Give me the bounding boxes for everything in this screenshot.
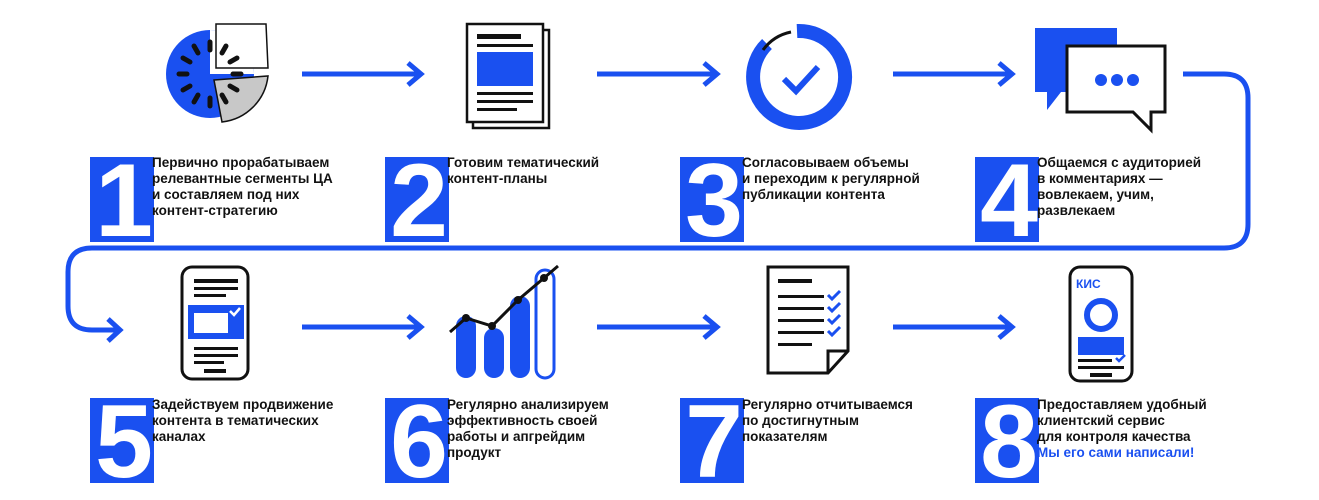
checklist-icon: [766, 265, 850, 375]
accent-note: Мы его сами написали!: [1037, 445, 1195, 460]
arrow-7-8: [893, 314, 1016, 340]
kis-app-icon: КИС: [1068, 265, 1134, 383]
arrow-5-6: [302, 314, 425, 340]
document-icon: [465, 22, 551, 130]
arrow-4-5: [65, 71, 1251, 333]
phone-feed-icon: [180, 265, 250, 381]
pie-chart-icon: [166, 23, 269, 123]
arrow-6-7: [597, 314, 721, 340]
step-number-3: 3: [680, 149, 744, 253]
step-number-2: 2: [385, 149, 449, 253]
arrow-2-3: [597, 61, 721, 87]
arrow-3-4: [893, 61, 1016, 87]
step-number-5: 5: [90, 390, 154, 494]
step-number-7: 7: [680, 390, 744, 494]
app-label: КИС: [1076, 277, 1101, 291]
growth-chart-icon: [449, 264, 559, 380]
arrow-1-2: [302, 61, 425, 87]
chat-bubbles-icon: [1035, 28, 1167, 134]
step-number-1: 1: [90, 149, 154, 253]
step-number-4: 4: [975, 149, 1039, 253]
check-circle-icon: [746, 23, 853, 130]
step-number-6: 6: [385, 390, 449, 494]
step-number-8: 8: [975, 390, 1039, 494]
